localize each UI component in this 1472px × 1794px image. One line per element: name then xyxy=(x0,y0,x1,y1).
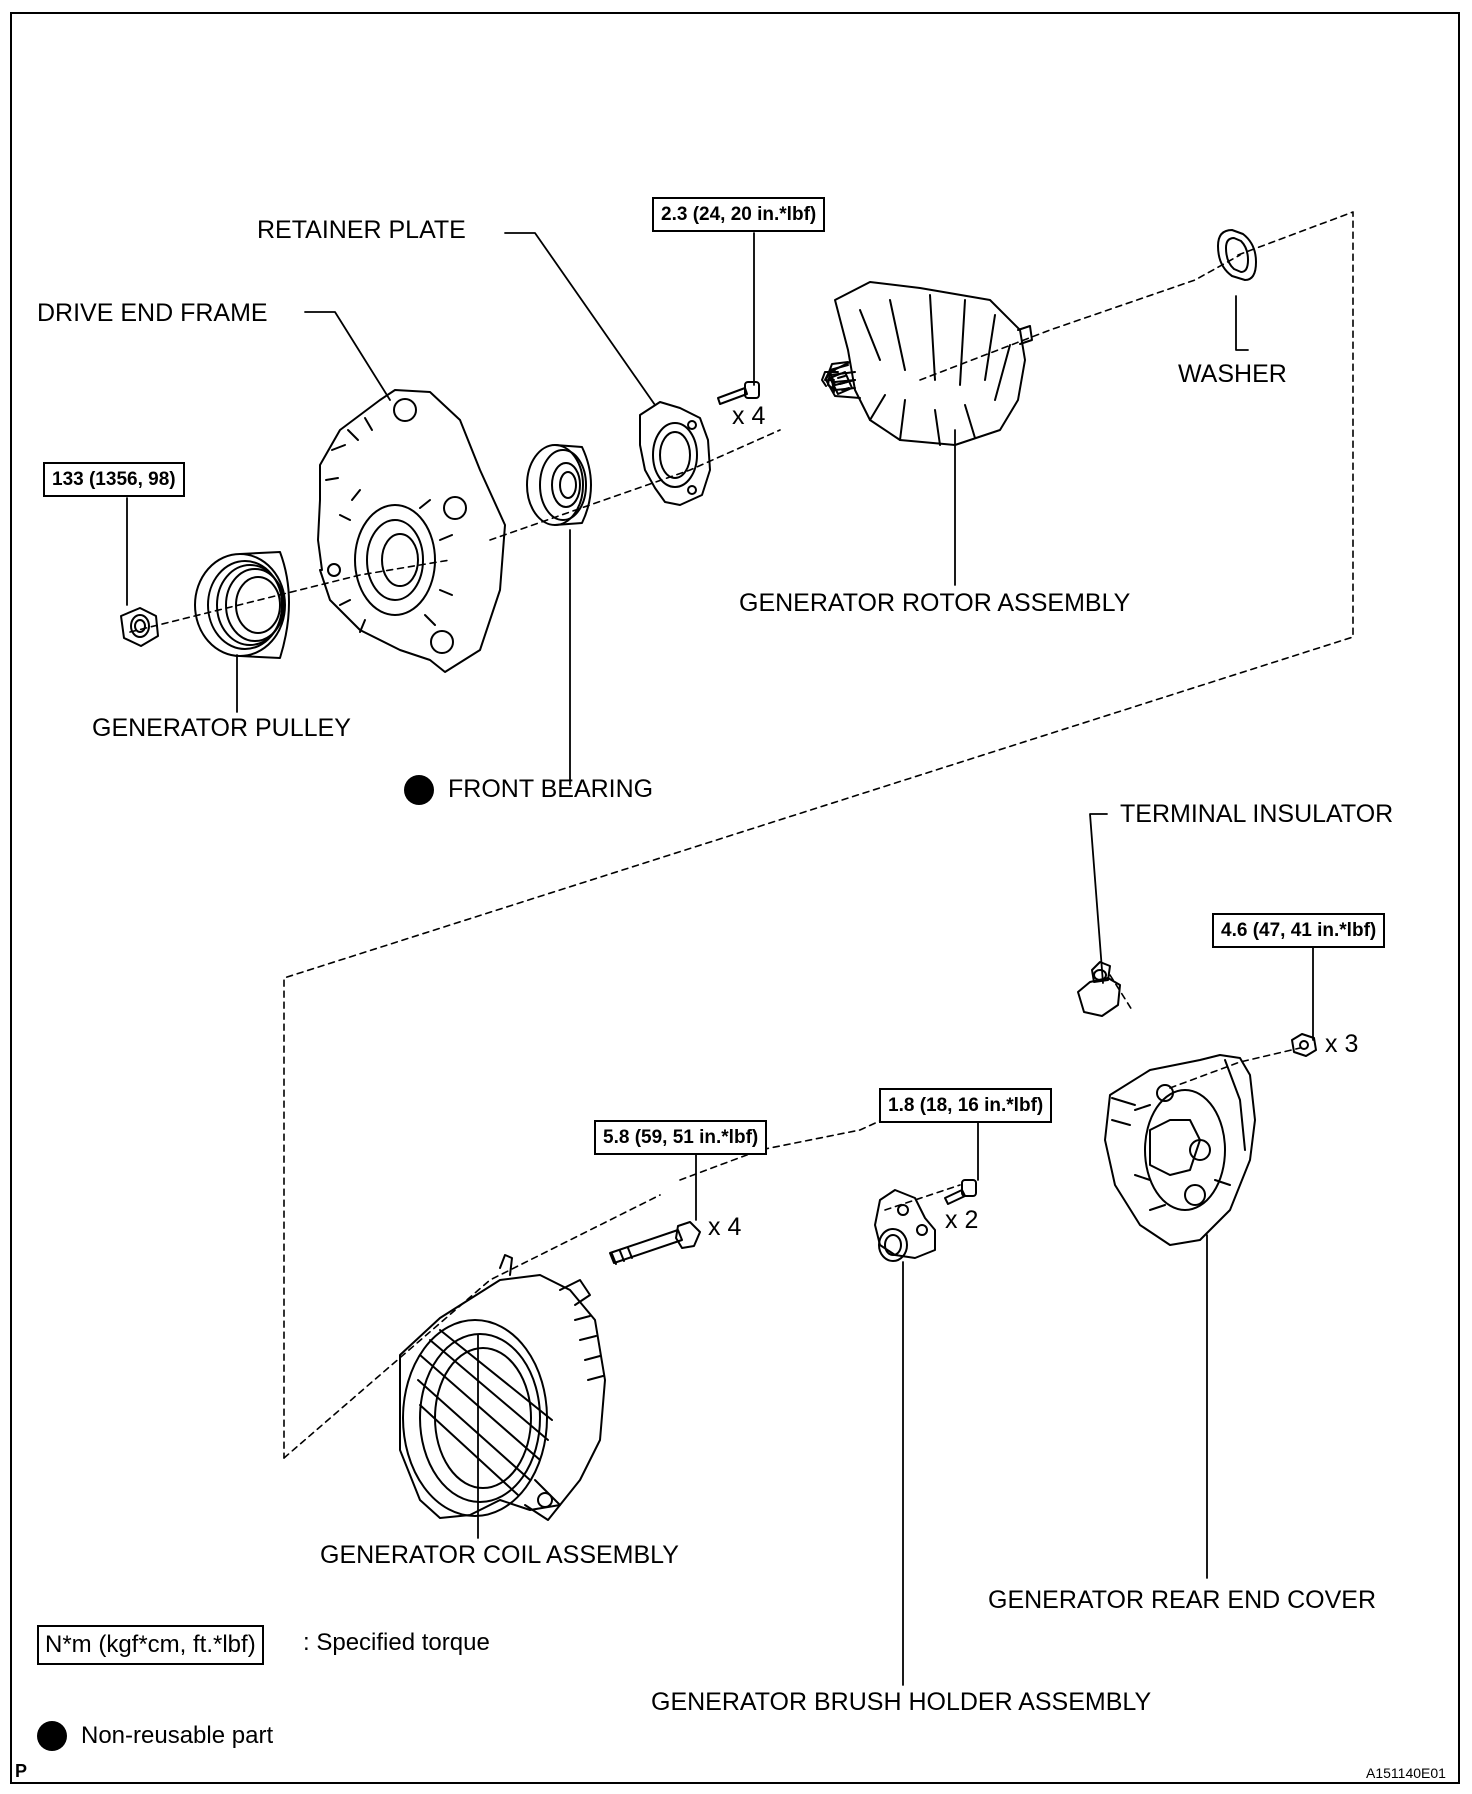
label-generator-rotor-assembly: GENERATOR ROTOR ASSEMBLY xyxy=(739,589,1131,617)
label-retainer-plate: RETAINER PLATE xyxy=(257,216,466,244)
rear-cover-nut-icon xyxy=(1291,1033,1317,1057)
legend-torque-desc: : Specified torque xyxy=(303,1629,490,1656)
terminal-insulator-icon xyxy=(1077,961,1121,1017)
footer-mark: P xyxy=(15,1761,28,1781)
torque-through-bolt: 5.8 (59, 51 in.*lbf) xyxy=(594,1120,768,1155)
drive-end-frame-icon xyxy=(317,389,506,673)
brush-holder-screw-icon xyxy=(944,1179,977,1205)
label-generator-brush-holder-assembly: GENERATOR BRUSH HOLDER ASSEMBLY xyxy=(651,1688,1152,1716)
torque-pulley-nut: 133 (1356, 98) xyxy=(43,462,185,497)
label-drive-end-frame: DRIVE END FRAME xyxy=(37,299,268,327)
generator-rear-end-cover-icon xyxy=(1104,1054,1256,1246)
washer-icon xyxy=(1217,229,1257,281)
retainer-plate-icon xyxy=(639,401,711,506)
torque-rear-cover-nut: 4.6 (47, 41 in.*lbf) xyxy=(1212,913,1386,948)
legend-torque-key: N*m (kgf*cm, ft.*lbf) xyxy=(37,1625,264,1665)
qty-retainer-screw: x 4 xyxy=(732,402,766,430)
assembly-axis-lines xyxy=(129,211,1354,1459)
diagram-frame xyxy=(10,12,1460,1784)
torque-retainer-screw: 2.3 (24, 20 in.*lbf) xyxy=(652,197,826,232)
label-generator-pulley: GENERATOR PULLEY xyxy=(92,714,351,742)
nonreusable-marker xyxy=(404,775,434,805)
generator-brush-holder-assembly-icon xyxy=(874,1189,936,1262)
generator-coil-assembly-icon xyxy=(399,1254,606,1521)
front-bearing-icon xyxy=(526,444,592,526)
pulley-nut-icon xyxy=(120,607,159,647)
retainer-screw-icon xyxy=(717,381,760,405)
through-bolt-icon xyxy=(609,1221,701,1265)
leader-lines xyxy=(126,232,1314,1686)
legend-nonreusable-desc: Non-reusable part xyxy=(81,1722,274,1749)
qty-brush-holder-screw: x 2 xyxy=(945,1206,979,1234)
figure-code: A151140E01 xyxy=(1366,1765,1446,1781)
generator-rotor-assembly-icon xyxy=(821,281,1033,446)
label-terminal-insulator: TERMINAL INSULATOR xyxy=(1120,800,1394,828)
label-generator-rear-end-cover: GENERATOR REAR END COVER xyxy=(988,1586,1377,1614)
torque-brush-holder-screw: 1.8 (18, 16 in.*lbf) xyxy=(879,1088,1053,1123)
label-front-bearing: FRONT BEARING xyxy=(448,775,654,803)
label-generator-coil-assembly: GENERATOR COIL ASSEMBLY xyxy=(320,1541,679,1569)
label-washer: WASHER xyxy=(1178,360,1287,388)
rotor-shaft-icon xyxy=(829,371,853,395)
legend-nonreusable-marker xyxy=(37,1721,67,1751)
qty-through-bolt: x 4 xyxy=(708,1213,742,1241)
qty-rear-cover-nut: x 3 xyxy=(1325,1030,1359,1058)
generator-pulley-icon xyxy=(194,551,290,659)
